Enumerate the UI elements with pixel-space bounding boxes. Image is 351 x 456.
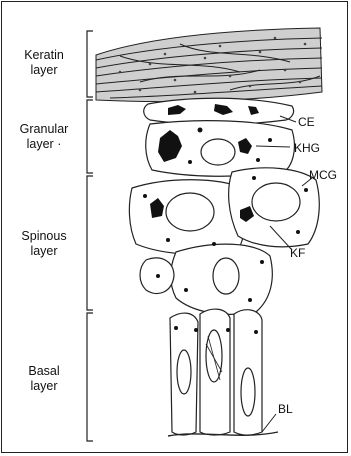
granular-layer-drawing bbox=[144, 98, 295, 176]
spinous-nucleus-right bbox=[252, 183, 300, 221]
kf-label: KF bbox=[290, 246, 305, 260]
bracket-granular bbox=[87, 100, 93, 173]
bracket-keratin bbox=[87, 31, 93, 97]
bracket-basal bbox=[87, 313, 93, 441]
keratin-layer-label: Keratin layer bbox=[9, 48, 79, 78]
basal-nucleus-3 bbox=[241, 368, 255, 416]
layer-brackets bbox=[87, 31, 93, 441]
keratin-layer-drawing bbox=[96, 28, 322, 102]
spinous-layer-label: Spinous layer bbox=[9, 229, 79, 259]
khg-label: KHG bbox=[294, 141, 320, 155]
basal-layer-drawing bbox=[168, 309, 278, 436]
bracket-spinous bbox=[87, 176, 93, 310]
granular-layer-label: Granular layer · bbox=[9, 122, 79, 152]
spinous-nucleus-left bbox=[166, 193, 214, 231]
granular-cell-nucleus bbox=[201, 139, 235, 165]
mcg-label: MCG bbox=[309, 168, 337, 182]
spinous-nucleus-lower bbox=[213, 258, 239, 294]
basal-nucleus-1 bbox=[177, 350, 191, 394]
basal-layer-label: Basal layer bbox=[9, 364, 79, 394]
spinous-layer-drawing bbox=[129, 168, 319, 314]
leader-bl bbox=[262, 414, 276, 432]
bl-label: BL bbox=[278, 402, 293, 416]
ce-label: CE bbox=[298, 115, 315, 129]
